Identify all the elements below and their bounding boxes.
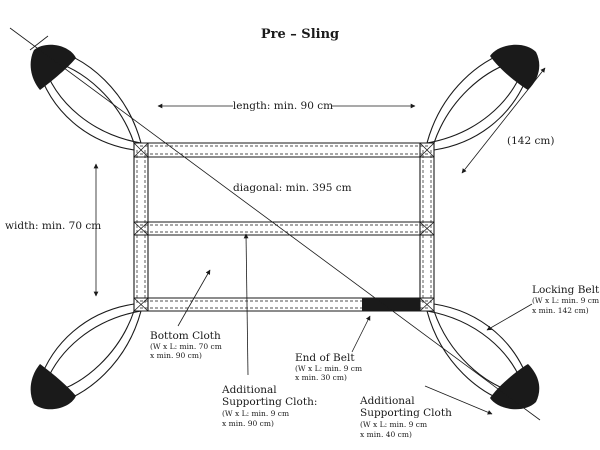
locking-belt-label: Locking Belt (W x L: min. 9 cm x min. 14… — [532, 284, 600, 315]
handle-bottom-left — [30, 364, 76, 410]
width-label: width: min. 70 cm — [5, 220, 101, 232]
stitch-box-bottom-left — [133, 297, 149, 312]
diagonal-tick-end — [511, 393, 533, 409]
stitch-box-mid-right — [419, 221, 435, 236]
svg-text:x min. 90 cm): x min. 90 cm) — [222, 419, 274, 428]
supporting-cloth-left-pointer — [243, 233, 249, 376]
bottom-cloth-pointer — [177, 269, 211, 327]
diagonal-tick-start — [29, 35, 49, 51]
locking-belt-pointer — [486, 303, 533, 331]
handle-span-arrow — [461, 67, 546, 174]
diagonal-line — [9, 27, 541, 421]
stitch-box-top-left — [133, 142, 149, 158]
svg-text:Supporting Cloth:: Supporting Cloth: — [222, 396, 317, 408]
supporting-cloth-left-label: Additional Supporting Cloth: (W x L: min… — [221, 384, 317, 428]
supporting-cloth-right-label: Additional Supporting Cloth (W x L: min.… — [359, 395, 452, 439]
bottom-cloth-label: Bottom Cloth (W x L: min. 70 cm x min. 9… — [150, 330, 222, 360]
svg-text:Additional: Additional — [221, 384, 277, 396]
svg-text:x min. 90 cm): x min. 90 cm) — [150, 351, 202, 360]
svg-text:Locking Belt: Locking Belt — [532, 284, 600, 296]
svg-text:Bottom Cloth: Bottom Cloth — [150, 330, 221, 342]
stitch-box-mid-left — [133, 221, 149, 236]
svg-text:End of Belt: End of Belt — [295, 352, 355, 364]
handle-top-left — [30, 44, 76, 90]
handle-bottom-right — [490, 364, 540, 410]
svg-text:(W x L: min. 9 cm: (W x L: min. 9 cm — [222, 409, 289, 418]
end-of-belt-pointer — [351, 315, 371, 353]
stitch-box-bottom-right — [419, 297, 435, 312]
sling-frame — [133, 142, 435, 312]
svg-text:x min. 30 cm): x min. 30 cm) — [295, 373, 347, 382]
stitch-boxes — [133, 142, 435, 312]
handle-span-label: (142 cm) — [507, 135, 554, 147]
svg-text:(W x L: min. 9 cm: (W x L: min. 9 cm — [360, 420, 427, 429]
handle-top-right — [490, 44, 540, 90]
svg-text:(W x L: min. 9 cm: (W x L: min. 9 cm — [532, 296, 599, 305]
svg-text:Additional: Additional — [359, 395, 415, 407]
end-of-belt-segment — [362, 298, 420, 311]
svg-text:x min. 142 cm): x min. 142 cm) — [532, 306, 589, 315]
stitch-box-top-right — [419, 142, 435, 158]
loop-top-left — [30, 44, 142, 151]
loop-bottom-left — [30, 303, 142, 410]
supporting-cloth-right-pointer — [424, 385, 493, 415]
svg-text:x min. 40 cm): x min. 40 cm) — [360, 430, 412, 439]
svg-text:Supporting Cloth: Supporting Cloth — [360, 407, 452, 419]
diagram-title: Pre – Sling — [261, 27, 339, 42]
length-label: length: min. 90 cm — [233, 100, 333, 112]
diagonal-label: diagonal: min. 395 cm — [233, 182, 352, 194]
svg-text:(W x L: min. 9 cm: (W x L: min. 9 cm — [295, 364, 362, 373]
svg-text:(W x L: min. 70 cm: (W x L: min. 70 cm — [150, 342, 222, 351]
end-of-belt-label: End of Belt (W x L: min. 9 cm x min. 30 … — [295, 352, 362, 382]
